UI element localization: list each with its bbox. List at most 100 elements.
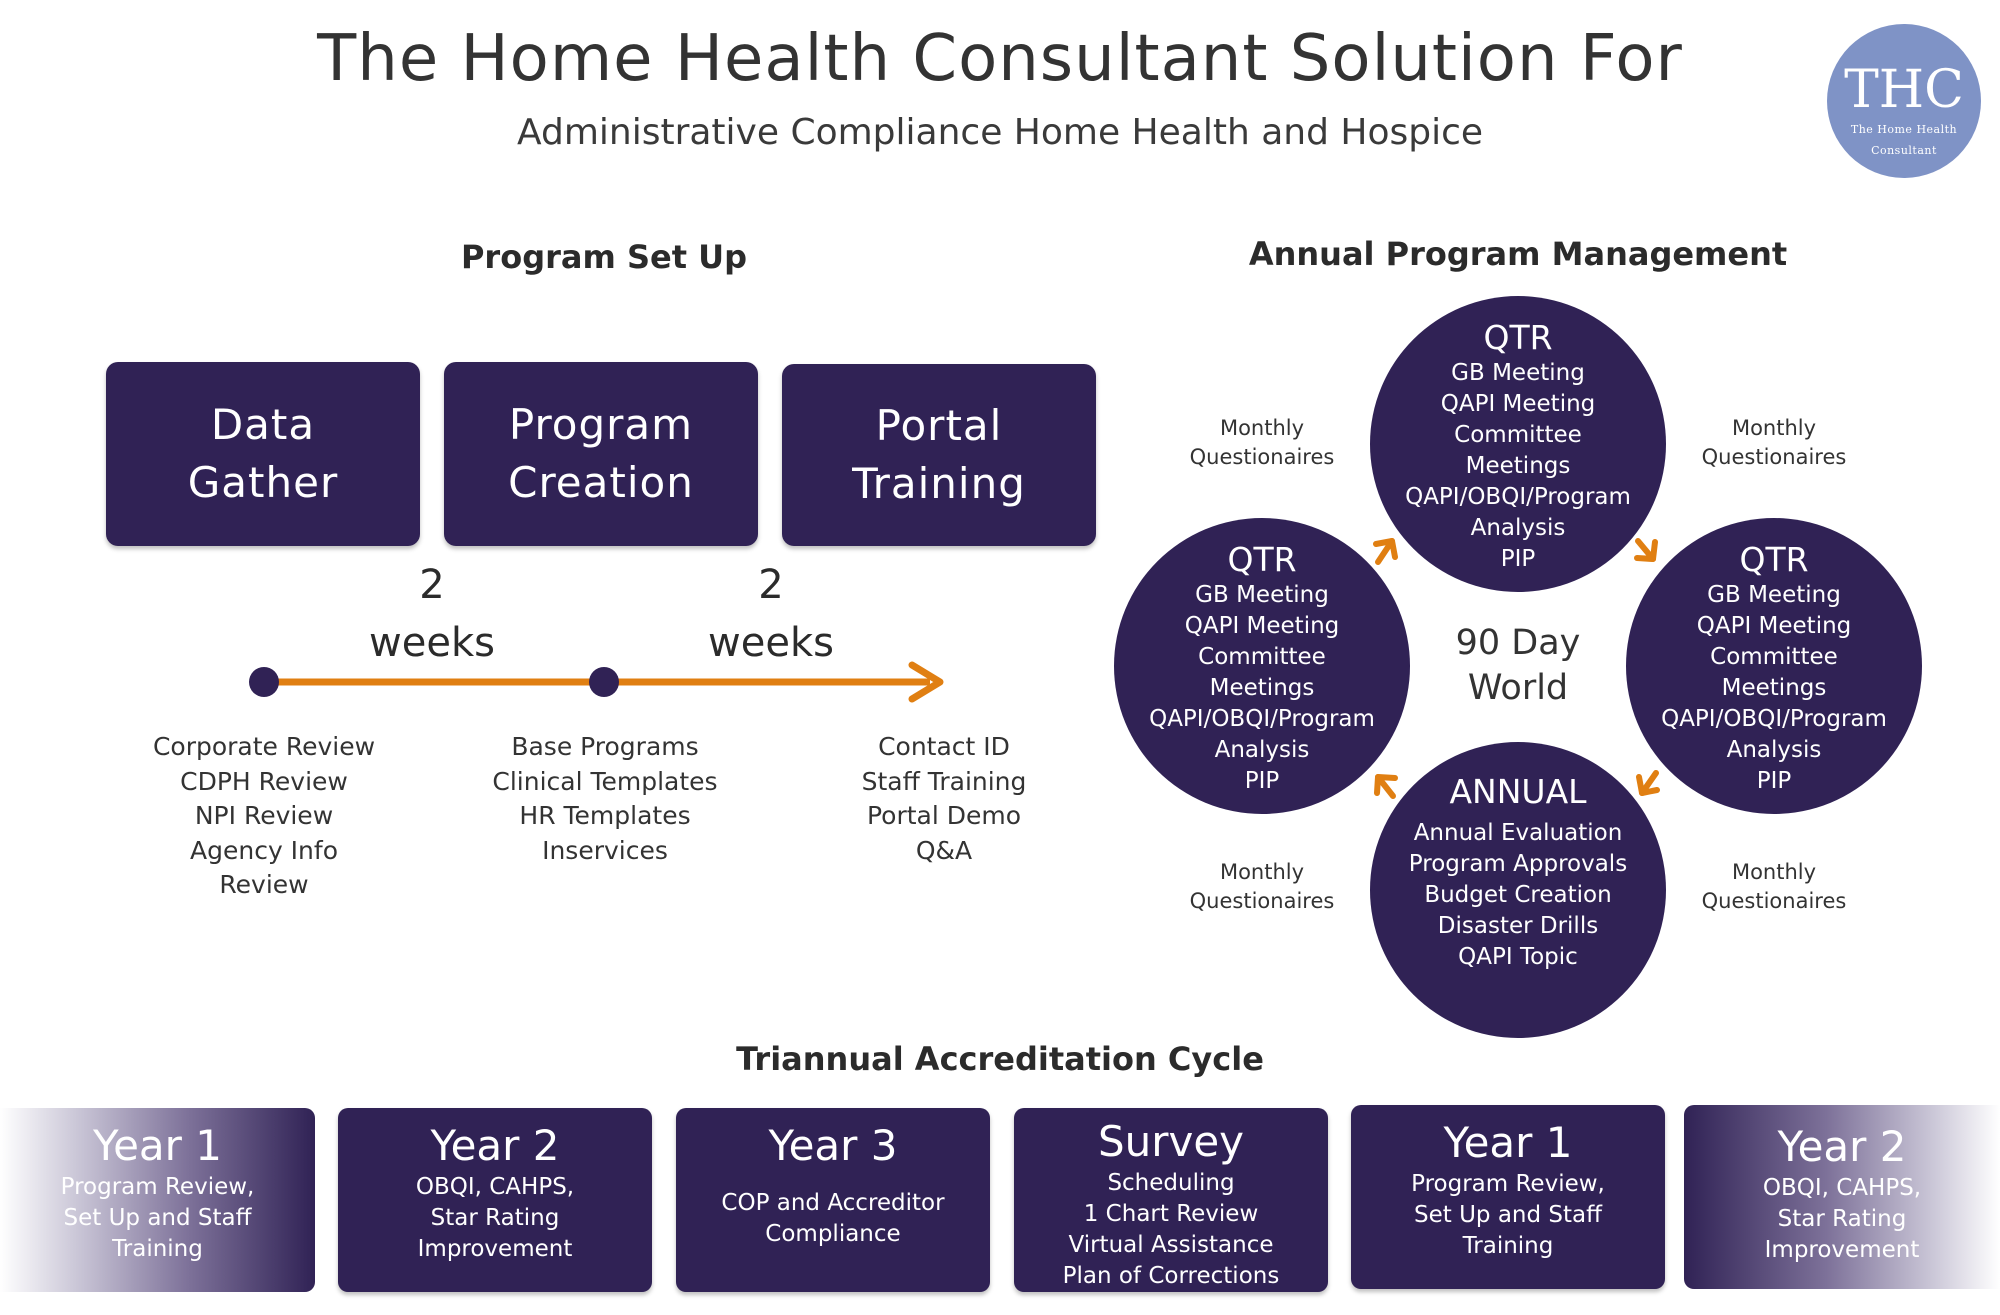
task-item: Q&A (915, 835, 973, 865)
task-list-portal-training: Contact ID Staff Training Portal Demo Q&… (794, 730, 1094, 868)
qtr-items: GB Meeting QAPI Meeting Committee Meetin… (1370, 358, 1666, 575)
duration-1: 2 weeks (369, 562, 495, 666)
task-item: NPI Review (194, 801, 334, 830)
year-description: Program Review, Set Up and Staff Trainin… (60, 1174, 255, 1262)
task-item: Clinical Templates (492, 766, 718, 796)
qtr-items: GB Meeting QAPI Meeting Committee Meetin… (1626, 580, 1922, 797)
annual-item: Disaster Drills (1437, 913, 1599, 939)
annual-head: ANNUAL (1449, 772, 1587, 811)
year-box-year-2: Year 2 OBQI, CAHPS, Star Rating Improvem… (338, 1108, 652, 1292)
monthly-label-bottom-left: Monthly Questionaires (1189, 860, 1335, 913)
qtr-item: Analysis (1214, 737, 1310, 763)
qtr-item: QAPI/OBQI/Program (1661, 706, 1887, 732)
qtr-head: QTR (1227, 540, 1297, 579)
annual-heading: Annual Program Management (1248, 235, 1788, 273)
year-description: Scheduling 1 Chart Review Virtual Assist… (1062, 1170, 1280, 1289)
logo-line-2: Consultant (1871, 144, 1937, 157)
cycle-center-label: 90 Day World (1455, 623, 1581, 708)
task-item: CDPH Review (180, 766, 348, 796)
annual-item: Annual Evaluation (1413, 820, 1623, 846)
timeline-node-2 (589, 667, 619, 697)
task-item: HR Templates (519, 801, 691, 830)
duration-2: 2 weeks (708, 562, 834, 666)
year-description: OBQI, CAHPS, Star Rating Improvement (1762, 1175, 1922, 1263)
step-portal-training: Portal Training (782, 364, 1096, 546)
qtr-item: Meetings (1721, 675, 1827, 701)
step-program-creation: Program Creation (444, 362, 758, 546)
qtr-item: QAPI Meeting (1184, 613, 1340, 639)
task-item: Inservices (542, 835, 668, 865)
qtr-item: Committee (1454, 422, 1582, 448)
task-item: Agency Info (190, 835, 338, 865)
qtr-item: Committee (1198, 644, 1326, 670)
qtr-item: Committee (1710, 644, 1838, 670)
task-item: Staff Training (861, 766, 1027, 796)
task-item: Corporate Review (152, 732, 376, 761)
monthly-label-bottom-right: Monthly Questionaires (1701, 860, 1847, 913)
year-title: Year 1 (93, 1121, 222, 1170)
task-item: Contact ID (878, 732, 1010, 761)
qtr-item: PIP (1500, 546, 1536, 572)
page-title: The Home Health Consultant Solution For (317, 22, 1683, 96)
qtr-item: Analysis (1726, 737, 1822, 763)
qtr-item: QAPI Meeting (1440, 391, 1596, 417)
arrow-up-left-icon (1374, 774, 1398, 799)
qtr-item: GB Meeting (1451, 360, 1585, 386)
year-box-survey: Survey Scheduling 1 Chart Review Virtual… (1014, 1108, 1328, 1292)
timeline-node-1 (249, 667, 279, 697)
task-item: Base Programs (511, 732, 699, 761)
qtr-circle-top: QTR GB Meeting QAPI Meeting Committee Me… (1370, 296, 1666, 592)
annual-item: QAPI Topic (1458, 944, 1578, 970)
monthly-label-top-right: Monthly Questionaires (1701, 416, 1847, 469)
year-title: Year 1 (1443, 1118, 1573, 1167)
year-box-year-1-faded: Year 1 Program Review, Set Up and Staff … (0, 1108, 315, 1292)
year-description: OBQI, CAHPS, Star Rating Improvement (415, 1174, 575, 1262)
timeline-arrowhead-icon (908, 661, 944, 703)
task-list-program-creation: Base Programs Clinical Templates HR Temp… (455, 730, 755, 868)
arrow-up-right-icon (1373, 538, 1398, 565)
annual-item: Program Approvals (1408, 851, 1628, 877)
qtr-item: Analysis (1470, 515, 1566, 541)
cycle-heading: Triannual Accreditation Cycle (736, 1040, 1264, 1078)
year-title: Year 2 (430, 1121, 560, 1170)
qtr-item: PIP (1756, 768, 1792, 794)
year-box-year-2-faded: Year 2 OBQI, CAHPS, Star Rating Improvem… (1684, 1105, 2000, 1289)
qtr-item: PIP (1244, 768, 1280, 794)
qtr-circle-right: QTR GB Meeting QAPI Meeting Committee Me… (1626, 518, 1922, 814)
qtr-item: QAPI/OBQI/Program (1405, 484, 1631, 510)
year-title: Year 3 (768, 1121, 898, 1170)
year-title: Year 2 (1777, 1122, 1907, 1171)
qtr-head: QTR (1483, 318, 1553, 357)
timeline (249, 661, 944, 703)
qtr-circle-left: QTR GB Meeting QAPI Meeting Committee Me… (1114, 518, 1410, 814)
year-description: COP and Accreditor Compliance (721, 1190, 945, 1247)
task-list-data-gather: Corporate Review CDPH Review NPI Review … (114, 730, 414, 903)
year-box-year-3: Year 3 COP and Accreditor Compliance (676, 1108, 990, 1292)
qtr-item: QAPI Meeting (1696, 613, 1852, 639)
qtr-item: Meetings (1465, 453, 1571, 479)
year-description: Program Review, Set Up and Staff Trainin… (1411, 1171, 1605, 1259)
task-item: Review (219, 870, 309, 899)
annual-items: Annual Evaluation Program Approvals Budg… (1370, 818, 1666, 973)
thc-logo: THC The Home Health Consultant (1827, 24, 1981, 178)
arrow-down-left-icon (1636, 770, 1660, 796)
task-item: Portal Demo (866, 801, 1022, 830)
qtr-head: QTR (1739, 540, 1809, 579)
year-title: Survey (1097, 1117, 1245, 1166)
monthly-label-top-left: Monthly Questionaires (1189, 416, 1335, 469)
qtr-item: GB Meeting (1195, 582, 1329, 608)
annual-circle: ANNUAL Annual Evaluation Program Approva… (1370, 742, 1666, 1038)
qtr-item: Meetings (1209, 675, 1315, 701)
step-data-gather: Data Gather (106, 362, 420, 546)
page-subtitle: Administrative Compliance Home Health an… (516, 112, 1484, 153)
logo-line-1: The Home Health (1850, 123, 1958, 136)
arrow-down-right-icon (1634, 538, 1658, 562)
qtr-item: GB Meeting (1707, 582, 1841, 608)
logo-monogram: THC (1844, 60, 1964, 120)
setup-heading: Program Set Up (460, 238, 748, 276)
qtr-items: GB Meeting QAPI Meeting Committee Meetin… (1114, 580, 1410, 797)
year-box-year-1: Year 1 Program Review, Set Up and Staff … (1351, 1105, 1665, 1289)
annual-item: Budget Creation (1424, 882, 1612, 908)
qtr-item: QAPI/OBQI/Program (1149, 706, 1375, 732)
